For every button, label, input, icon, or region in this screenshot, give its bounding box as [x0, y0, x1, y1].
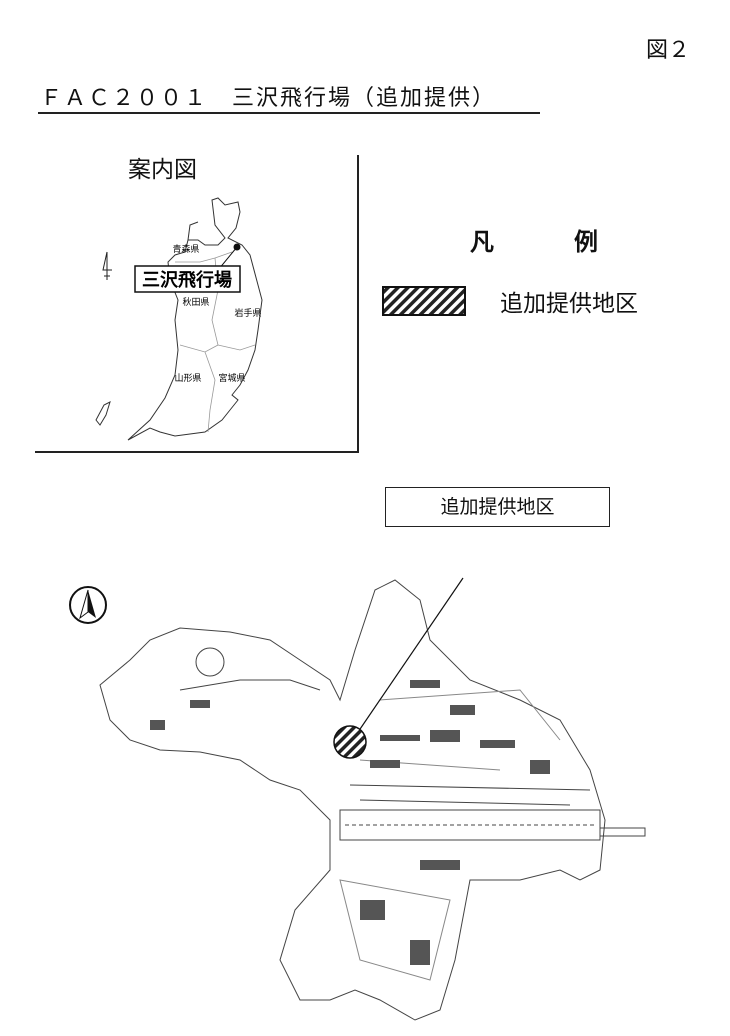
tohoku-outline	[127, 197, 263, 441]
inset-map-title: 案内図	[128, 157, 197, 183]
callout-label: 追加提供地区	[385, 487, 610, 527]
north-arrow-icon	[69, 586, 107, 624]
pref-miyagi: 宮城県	[218, 372, 245, 384]
base-map	[99, 579, 646, 1021]
inset-border-bottom	[35, 451, 359, 453]
airfield-label: 三沢飛行場	[142, 269, 232, 291]
page-title: ＦＡＣ２００１ 三沢飛行場（追加提供）	[40, 86, 497, 111]
island-sado	[95, 401, 111, 426]
pref-akita: 秋田県	[182, 296, 209, 308]
callout-leader-line	[355, 577, 464, 736]
legend-hatch-swatch	[382, 286, 466, 316]
legend-title: 凡 例	[470, 228, 626, 256]
north-arrow-small-icon	[102, 251, 112, 280]
additional-area-marker	[333, 725, 367, 759]
pref-yamagata: 山形県	[174, 372, 201, 384]
pref-aomori: 青森県	[172, 243, 199, 255]
pref-iwate: 岩手県	[234, 307, 261, 319]
airfield-label-box	[134, 265, 241, 293]
inset-border-right	[357, 155, 359, 453]
figure-number: 図２	[646, 38, 691, 63]
building-blocks	[150, 680, 550, 965]
title-underline	[38, 112, 540, 114]
legend-label: 追加提供地区	[500, 291, 638, 317]
